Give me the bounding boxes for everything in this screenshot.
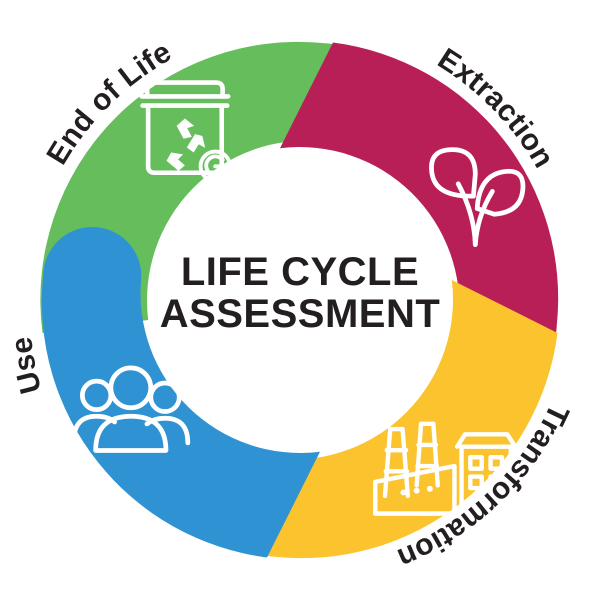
sprout-icon: [429, 147, 526, 247]
page-title-line-2: ASSESSMENT: [160, 292, 441, 336]
page-title-line-1: LIFE CYCLE: [181, 250, 419, 294]
page-title: LIFE CYCLE ASSESSMENT: [160, 250, 441, 336]
segment-extraction-shape[interactable]: [280, 42, 559, 374]
segment-use[interactable]: [41, 226, 320, 558]
recycle-bin-icon: [139, 80, 232, 183]
factory-icon: [373, 421, 518, 516]
segment-use-shape[interactable]: [41, 226, 320, 558]
segment-extraction[interactable]: [280, 42, 559, 374]
people-group-icon: [71, 365, 191, 453]
